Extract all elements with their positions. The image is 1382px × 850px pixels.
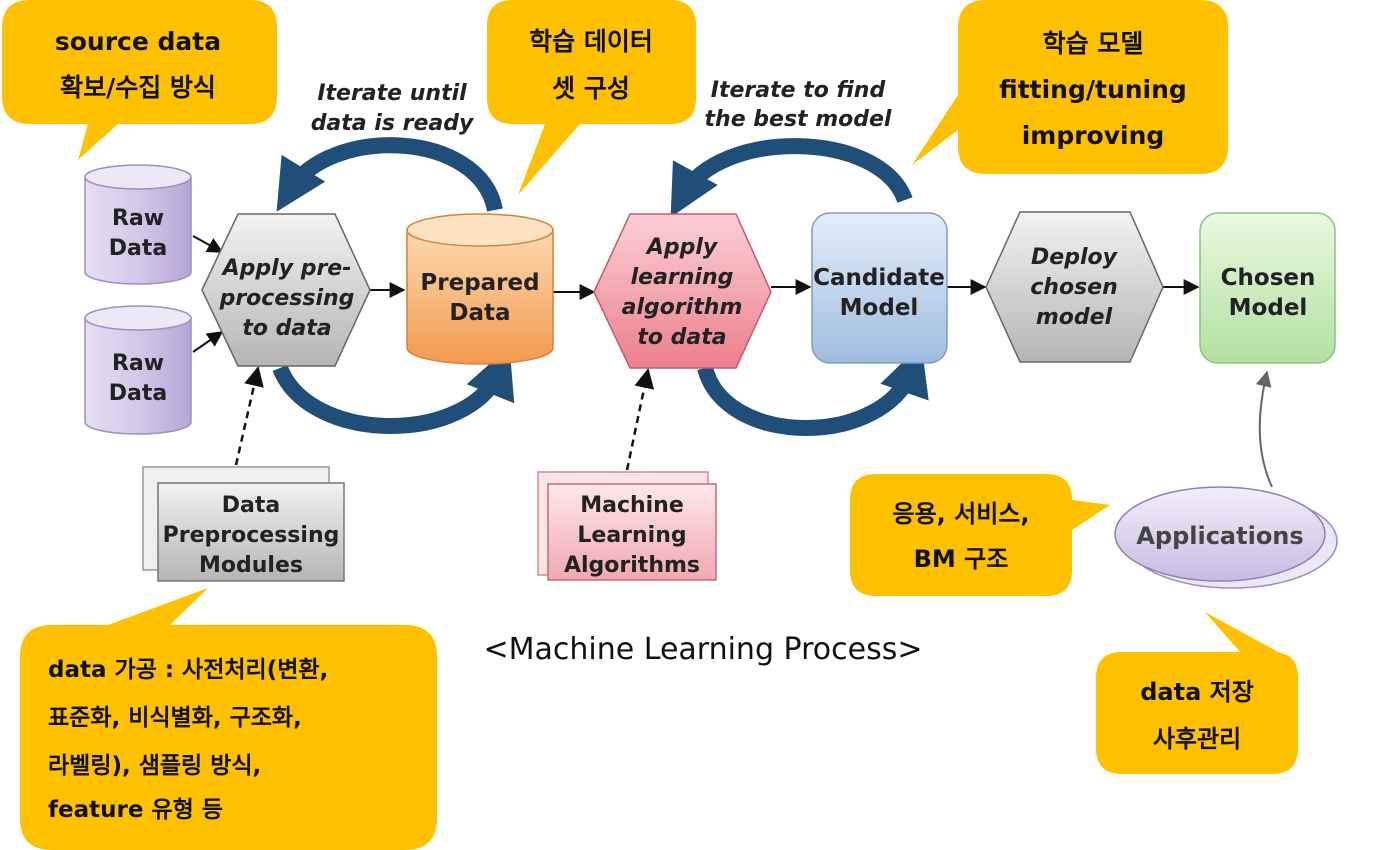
candidate-model-box: Candidate Model xyxy=(811,212,948,364)
modules-line-2: Preprocessing xyxy=(163,523,340,548)
modules-line-1: Data xyxy=(222,493,280,518)
callout-dataset: 학습 데이터 셋 구성 xyxy=(487,0,696,195)
prepared-data-cylinder: Prepared Data xyxy=(406,213,554,365)
callout-storage-line-2: 사후관리 xyxy=(1153,725,1241,753)
callout-dataset-line-2: 셋 구성 xyxy=(552,74,630,103)
learning-line-2: learning xyxy=(631,265,734,290)
preprocess-line-2: processing xyxy=(219,286,355,311)
arrow-raw1-to-preprocess xyxy=(192,235,224,253)
raw-data-2-line-1: Raw xyxy=(112,351,164,376)
algorithms-line-3: Algorithms xyxy=(564,553,700,578)
callout-model: 학습 모델 fitting/tuning improving xyxy=(912,0,1228,174)
ml-algorithms-stack: Machine Learning Algorithms xyxy=(537,471,717,581)
callout-source-line-2: 확보/수집 방식 xyxy=(60,73,216,102)
iterate-data-line-1: Iterate until xyxy=(317,81,467,106)
deploy-hexagon: Deploy chosen model xyxy=(985,211,1164,363)
chosen-line-2: Model xyxy=(1229,295,1308,321)
callout-source-line-1: source data xyxy=(55,27,221,56)
callout-processing-line-1: data 가공 : 사전처리(변환, xyxy=(48,657,328,683)
raw-data-1-line-1: Raw xyxy=(112,206,164,231)
callout-processing-line-4: feature 유형 등 xyxy=(48,797,223,823)
chosen-line-1: Chosen xyxy=(1221,265,1316,291)
figure-caption: <Machine Learning Process> xyxy=(484,632,923,667)
raw-data-cylinder-1: Raw Data xyxy=(84,164,192,285)
raw-data-2-line-2: Data xyxy=(109,381,167,406)
callout-dataset-line-1: 학습 데이터 xyxy=(529,27,653,56)
learning-line-1: Apply xyxy=(645,235,719,260)
prepared-line-2: Data xyxy=(449,300,510,326)
apply-learning-hexagon: Apply learning algorithm to data xyxy=(593,213,772,369)
preprocess-line-1: Apply pre- xyxy=(221,256,352,281)
callout-model-line-2: fitting/tuning xyxy=(999,75,1187,104)
prepared-line-1: Prepared xyxy=(420,270,539,296)
iterate-model-line-2: the best model xyxy=(705,107,892,132)
callout-service-line-1: 응용, 서비스, xyxy=(893,500,1030,528)
callout-model-line-3: improving xyxy=(1022,121,1165,150)
arrow-modules-to-preprocess xyxy=(234,366,264,466)
learning-line-3: algorithm xyxy=(622,295,743,320)
loop-data-top xyxy=(276,137,503,213)
callout-processing: data 가공 : 사전처리(변환, 표준화, 비식별화, 구조화, 라벨링),… xyxy=(20,588,437,850)
callout-model-line-1: 학습 모델 xyxy=(1043,29,1144,58)
loop-model-top xyxy=(670,138,913,218)
callout-storage-line-1: data 저장 xyxy=(1140,678,1254,706)
deploy-line-3: model xyxy=(1036,305,1113,330)
loop-model-bottom xyxy=(697,343,929,436)
callout-storage: data 저장 사후관리 xyxy=(1096,612,1298,774)
deploy-line-1: Deploy xyxy=(1031,245,1119,270)
raw-data-cylinder-2: Raw Data xyxy=(84,305,192,435)
algorithms-line-1: Machine xyxy=(580,493,684,518)
iterate-model-line-1: Iterate to find xyxy=(711,78,886,103)
callout-service: 응용, 서비스, BM 구조 xyxy=(850,474,1110,596)
raw-data-1-line-2: Data xyxy=(109,236,167,261)
apply-preprocessing-hexagon: Apply pre- processing to data xyxy=(201,213,371,367)
arrow-algorithms-to-learning xyxy=(625,368,655,471)
applications-ellipse: Applications xyxy=(1114,486,1338,589)
candidate-line-1: Candidate xyxy=(813,265,945,291)
callout-source-data: source data 확보/수집 방식 xyxy=(2,0,277,160)
algorithms-line-2: Learning xyxy=(577,523,686,548)
callout-service-line-2: BM 구조 xyxy=(914,545,1009,573)
arrow-applications-to-chosen xyxy=(1255,370,1273,488)
candidate-line-2: Model xyxy=(840,295,919,321)
data-preprocessing-modules-stack: Data Preprocessing Modules xyxy=(142,466,345,582)
callout-processing-line-2: 표준화, 비식별화, 구조화, xyxy=(48,705,302,731)
callout-processing-line-3: 라벨링), 샘플링 방식, xyxy=(48,753,261,779)
loop-data-bottom xyxy=(272,346,515,434)
chosen-model-box: Chosen Model xyxy=(1199,212,1336,364)
deploy-line-2: chosen xyxy=(1030,275,1118,300)
learning-line-4: to data xyxy=(637,325,726,350)
arrow-raw2-to-preprocess xyxy=(192,331,224,353)
applications-label: Applications xyxy=(1136,522,1303,550)
iterate-data-line-2: data is ready xyxy=(311,111,475,136)
modules-line-3: Modules xyxy=(199,553,303,578)
preprocess-line-3: to data xyxy=(242,316,331,341)
